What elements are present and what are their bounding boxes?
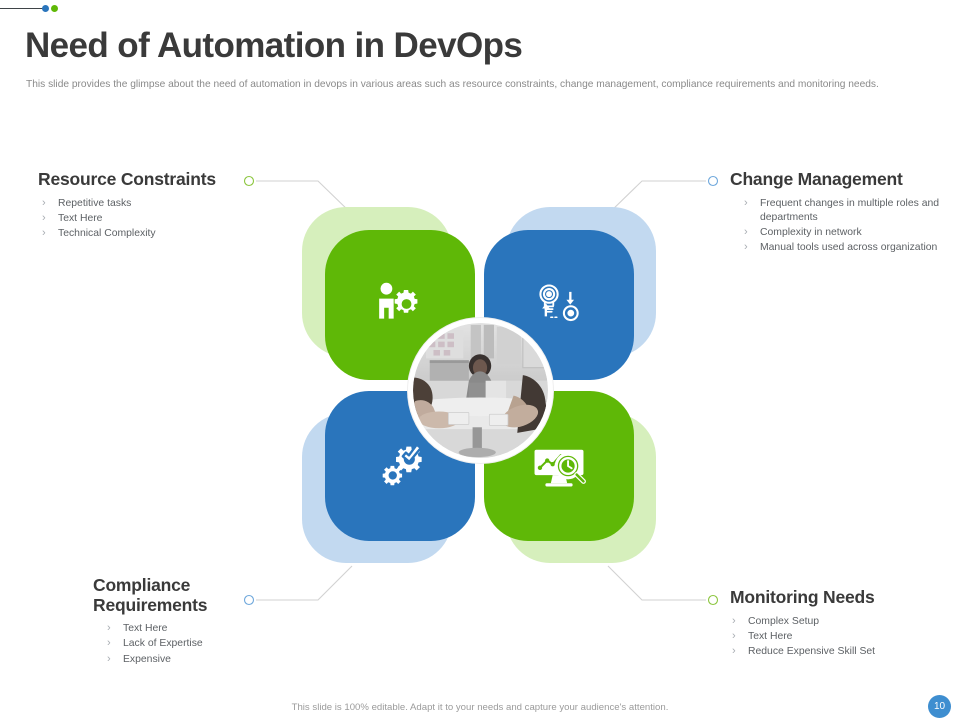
list-item: Frequent changes in multiple roles and d… — [742, 196, 945, 226]
team-meeting-photo — [413, 323, 548, 458]
list-item: Text Here — [40, 211, 253, 226]
list-item: Manual tools used across organization — [742, 240, 945, 255]
section-heading-change: Change Management — [730, 169, 903, 189]
list-item: Lack of Expertise — [105, 636, 308, 651]
list-item: Complexity in network — [742, 225, 945, 240]
section-heading-resource: Resource Constraints — [38, 169, 216, 189]
section-compliance-requirements: Compliance Requirements Text Here Lack o… — [93, 575, 308, 668]
section-heading-monitoring: Monitoring Needs — [730, 587, 875, 607]
list-item: Expensive — [105, 652, 308, 667]
footer-note: This slide is 100% editable. Adapt it to… — [291, 702, 669, 713]
decoration-line — [0, 8, 48, 9]
central-diagram — [300, 207, 660, 563]
page-subtitle: This slide provides the glimpse about th… — [26, 79, 879, 90]
bullet-list-change: Frequent changes in multiple roles and d… — [742, 196, 945, 256]
section-monitoring-needs: Monitoring Needs Complex Setup Text Here… — [730, 587, 955, 660]
list-item: Text Here — [730, 629, 955, 644]
list-item: Repetitive tasks — [40, 196, 253, 211]
bullet-list-monitoring: Complex Setup Text Here Reduce Expensive… — [730, 614, 955, 660]
lightbulb-cycle-icon — [539, 284, 579, 322]
petal-resource-constraints[interactable] — [325, 230, 475, 380]
gears-check-icon — [382, 443, 422, 486]
page-title: Need of Automation in DevOps — [25, 26, 523, 65]
list-item: Text Here — [105, 621, 308, 636]
decoration-dot-blue-icon — [42, 5, 49, 12]
list-item: Reduce Expensive Skill Set — [730, 644, 955, 659]
page-number-badge: 10 — [928, 695, 951, 718]
people-gear-icon — [379, 282, 418, 319]
monitor-magnifier-chart-icon — [534, 449, 586, 487]
header-decoration — [0, 4, 75, 14]
bullet-list-compliance: Text Here Lack of Expertise Expensive — [105, 621, 308, 667]
section-resource-constraints: Resource Constraints Repetitive tasks Te… — [38, 169, 253, 242]
petal-compliance-requirements[interactable] — [325, 391, 475, 541]
list-item: Complex Setup — [730, 614, 955, 629]
decoration-dot-green-icon — [51, 5, 58, 12]
section-heading-compliance: Compliance Requirements — [93, 575, 208, 615]
center-team-photo — [408, 318, 553, 463]
section-change-management: Change Management Frequent changes in mu… — [730, 169, 945, 257]
list-item: Technical Complexity — [40, 226, 253, 241]
bullet-list-resource: Repetitive tasks Text Here Technical Com… — [40, 196, 253, 242]
